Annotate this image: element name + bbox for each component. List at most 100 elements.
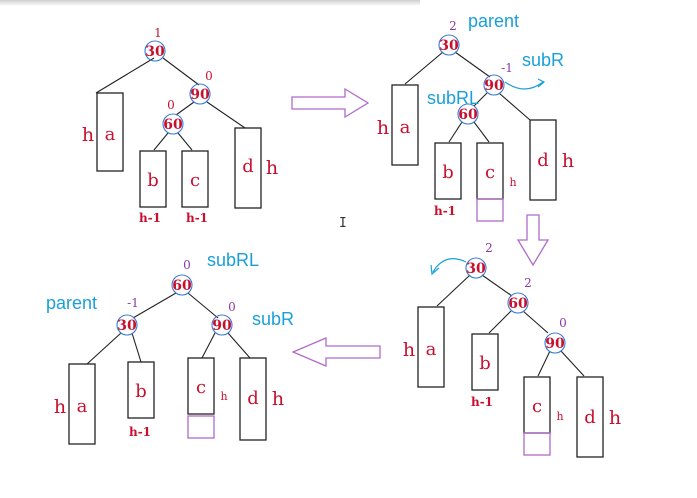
height-label: h — [562, 150, 574, 172]
node-circle — [171, 274, 193, 296]
inserted-node-box — [476, 198, 504, 222]
node-circle — [507, 292, 529, 314]
arrow-down — [516, 214, 550, 267]
subtree-d-label: d — [247, 388, 259, 409]
node-circle — [457, 103, 479, 125]
height-label: h — [82, 124, 94, 146]
node-circle — [544, 332, 566, 354]
subtree-d-box — [529, 119, 557, 201]
edge-90-60 — [473, 92, 488, 107]
parent-label: parent — [468, 11, 519, 31]
edge-60-b — [488, 310, 512, 334]
subtree-c-box — [181, 150, 209, 208]
subtree-d-label: d — [584, 407, 596, 428]
subtree-b-box — [471, 333, 499, 391]
height-label: h — [403, 339, 415, 361]
balance-factor: -1 — [501, 61, 513, 75]
height-minus-1-label: h-1 — [139, 211, 161, 225]
subtree-b-box — [127, 361, 155, 419]
node-30: 30 — [466, 261, 486, 277]
edge-30-a — [95, 57, 155, 94]
arrow-left — [291, 337, 381, 367]
edge-60-90 — [522, 310, 549, 334]
subtree-b-label: b — [479, 353, 491, 374]
rotation-arrowhead — [537, 78, 546, 88]
edge-60-90 — [187, 292, 219, 319]
panel-initial-tree: 30 1 90 0 60 0 a h b h-1 c h-1 d h — [82, 26, 278, 225]
rotation-curve — [504, 81, 544, 90]
transition-arrow-left — [291, 337, 381, 367]
edge-90-60 — [175, 101, 195, 116]
node-30: 30 — [117, 318, 137, 334]
edge-30-b — [131, 332, 142, 363]
subtree-d-label: d — [537, 150, 549, 171]
balance-factor: 2 — [449, 19, 457, 33]
edge-90-c — [201, 332, 216, 359]
subRL-label: subRL — [427, 88, 479, 108]
node-circle — [144, 40, 166, 62]
subtree-a-label: a — [400, 117, 411, 138]
subtree-a-box — [96, 92, 124, 172]
node-circle — [438, 34, 460, 56]
subtree-b-box — [434, 142, 462, 200]
subRL-label: subRL — [207, 250, 259, 270]
height-minus-1-label: h-1 — [129, 425, 151, 439]
subtree-a-box — [417, 306, 445, 388]
subtree-c-label: c — [532, 396, 542, 417]
balance-factor: 0 — [559, 316, 567, 330]
subR-label: subR — [522, 50, 564, 70]
node-90: 90 — [545, 336, 565, 352]
subtree-c-box — [187, 357, 215, 415]
edge-60-c — [177, 132, 193, 151]
subtree-a-box — [391, 84, 419, 166]
height-label: h — [266, 157, 278, 179]
balance-factor: 0 — [228, 300, 236, 314]
balance-factor: 2 — [485, 241, 493, 255]
subtree-b-box — [139, 150, 167, 208]
subtree-c-label: c — [485, 162, 495, 183]
edge-90-d — [206, 101, 246, 129]
node-60: 60 — [163, 117, 183, 133]
subtree-d-box — [234, 127, 262, 209]
rotation-arrowhead — [430, 264, 440, 276]
edge-90-c — [537, 350, 551, 377]
edge-90-d — [498, 92, 531, 121]
height-minus-1-label: h-1 — [186, 211, 208, 225]
subtree-a-label: a — [77, 396, 88, 417]
node-90: 90 — [484, 78, 504, 94]
node-90: 90 — [212, 318, 232, 334]
subtree-c-label: c — [190, 170, 200, 191]
height-minus-1-label: h-1 — [471, 395, 493, 409]
balance-factor: 0 — [205, 69, 213, 83]
height-label: h — [609, 407, 621, 429]
height-label: h — [272, 388, 284, 410]
node-60: 60 — [172, 278, 192, 294]
node-circle — [465, 257, 487, 279]
node-30: 30 — [439, 38, 459, 54]
height-label: h — [54, 396, 66, 418]
subtree-b-label: b — [442, 162, 454, 183]
node-circle — [162, 113, 184, 135]
edge-30-60 — [481, 274, 513, 297]
arrow-right — [291, 87, 370, 119]
node-30: 30 — [145, 44, 165, 60]
node-60: 60 — [508, 296, 528, 312]
subtree-b-label: b — [135, 381, 147, 402]
node-circle — [211, 314, 233, 336]
edge-90-d — [560, 350, 585, 377]
balance-factor: 0 — [167, 98, 175, 112]
balance-factor: 1 — [154, 26, 162, 40]
subtree-d-box — [239, 357, 267, 441]
height-label: h — [556, 410, 563, 423]
edge-30-a — [86, 332, 122, 365]
rotation-curve — [432, 258, 467, 273]
edge-90-d — [227, 332, 251, 359]
transition-arrow-right — [291, 87, 370, 119]
node-60: 60 — [458, 107, 478, 123]
balance-factor: 2 — [524, 276, 532, 290]
inserted-node-box — [187, 415, 215, 439]
text-cursor-icon: I — [339, 216, 347, 231]
edge-60-c — [473, 121, 490, 143]
